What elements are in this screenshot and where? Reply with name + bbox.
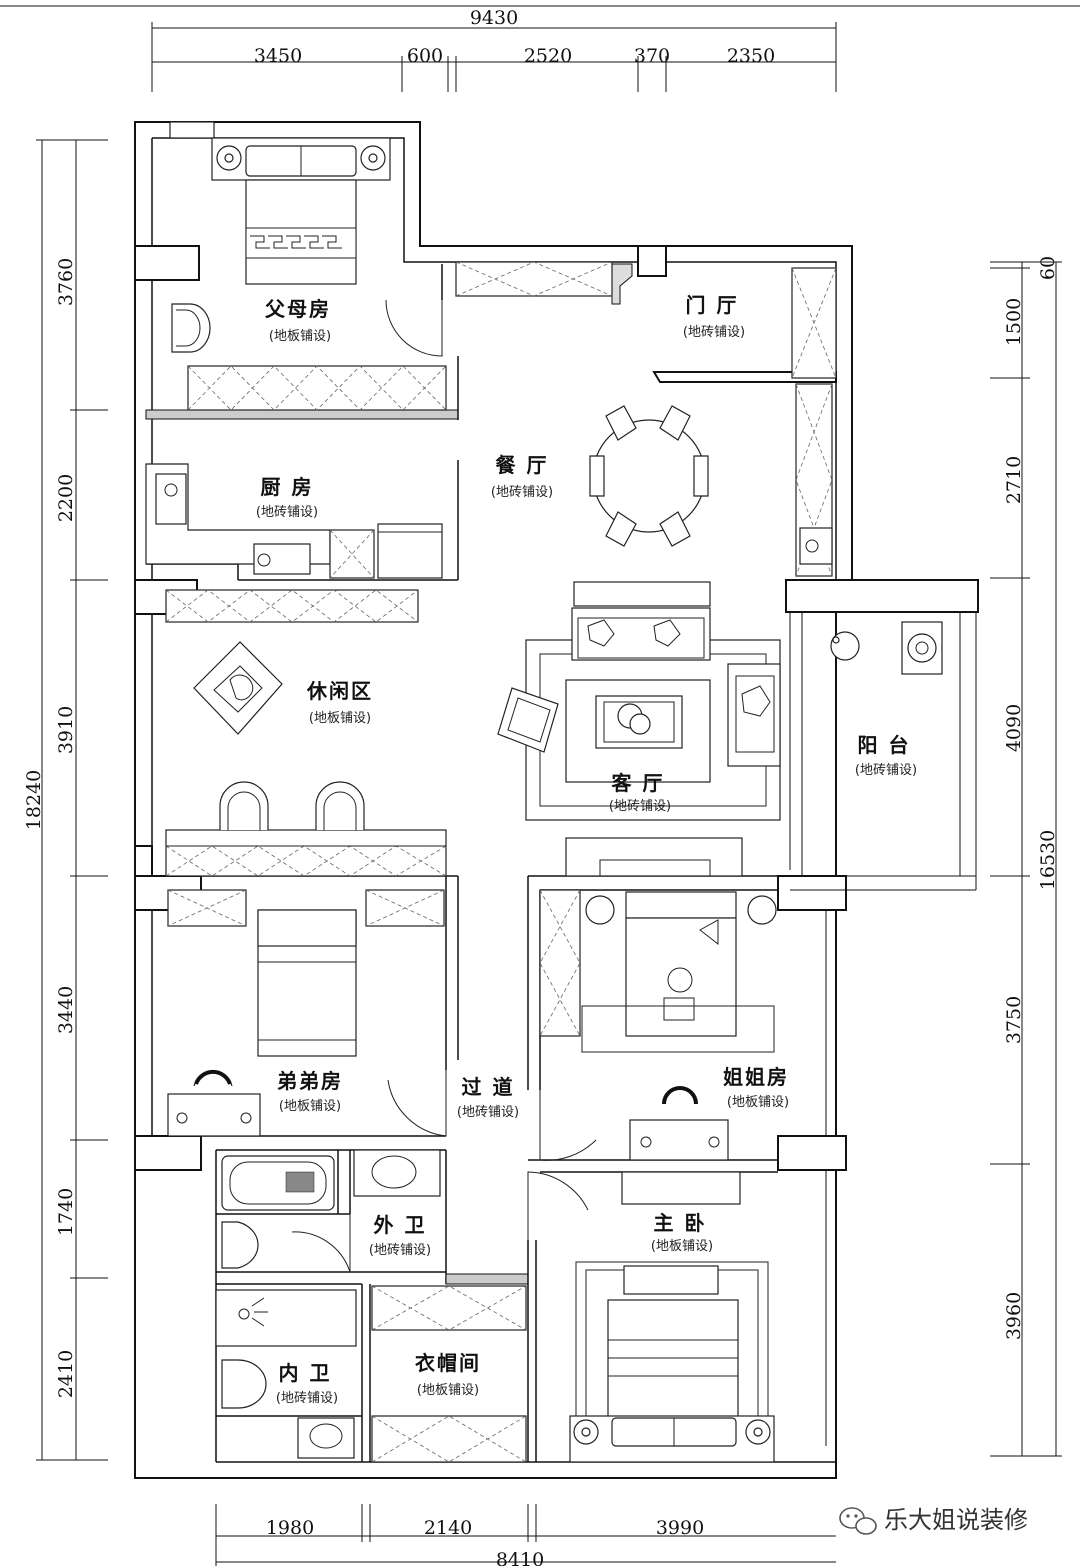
dim-right-seg-5: 3750 — [1003, 996, 1025, 1044]
room-name-dining: 餐 厅 — [496, 453, 549, 477]
watermark: 乐大姐说装修 — [839, 1506, 1028, 1535]
room-name-sister: 姐姐房 — [723, 1065, 789, 1089]
room-labels: 父母房 (地板铺设) 门 厅 (地砖铺设) 厨 房 (地砖铺设) 餐 厅 (地砖… — [256, 293, 917, 1406]
living-room-set — [497, 581, 781, 877]
doors — [291, 299, 597, 1273]
room-name-foyer: 门 厅 — [686, 293, 739, 317]
room-name-master: 主 卧 — [654, 1211, 707, 1235]
room-floor-leisure: (地板铺设) — [309, 711, 371, 726]
dim-right-seg-2: 1500 — [1003, 298, 1025, 346]
leisure-armchair — [193, 641, 283, 735]
room-floor-outer-bath: (地砖铺设) — [369, 1243, 431, 1258]
dim-left-seg-2: 2200 — [55, 474, 77, 522]
left-dimensions: 18240 3760 2200 3910 3440 1740 2410 — [23, 139, 108, 1461]
room-name-corridor: 过 道 — [462, 1075, 515, 1099]
room-name-outer-bath: 外 卫 — [374, 1213, 427, 1237]
room-floor-corridor: (地砖铺设) — [457, 1105, 519, 1120]
room-name-leisure: 休闲区 — [306, 679, 373, 703]
top-dimensions: 9430 3450 600 2520 370 2350 — [151, 7, 837, 92]
dim-top-seg-5: 2350 — [727, 45, 775, 67]
dim-bottom-seg-1: 1980 — [266, 1517, 314, 1539]
bottom-dimensions: 1980 2140 3990 8410 — [215, 1504, 836, 1566]
dim-top-seg-1: 3450 — [254, 45, 302, 67]
dim-left-seg-5: 1740 — [55, 1188, 77, 1236]
brother-bed — [167, 909, 357, 1137]
wechat-icon — [839, 1507, 877, 1535]
room-floor-balcony: (地砖铺设) — [855, 763, 917, 778]
room-floor-master: (地板铺设) — [651, 1239, 713, 1254]
room-floor-brother: (地板铺设) — [279, 1099, 341, 1114]
bar-stools — [219, 781, 365, 830]
room-floor-dining: (地砖铺设) — [491, 485, 553, 500]
dim-top-total: 9430 — [470, 7, 518, 29]
room-name-inner-bath: 内 卫 — [279, 1361, 332, 1385]
dining-table — [589, 405, 709, 547]
balcony-fixtures — [799, 527, 943, 675]
room-floor-living: (地砖铺设) — [609, 799, 671, 814]
dim-right-seg-1: 60 — [1037, 256, 1059, 280]
room-name-kitchen: 厨 房 — [261, 475, 314, 499]
master-bed — [569, 1261, 775, 1463]
room-floor-foyer: (地砖铺设) — [683, 325, 745, 340]
parents-chair — [171, 303, 211, 353]
dim-left-seg-4: 3440 — [55, 986, 77, 1034]
furniture — [155, 137, 943, 1463]
dim-top-seg-2: 600 — [407, 45, 443, 67]
room-floor-sister: (地板铺设) — [727, 1095, 789, 1110]
interior-walls — [145, 263, 977, 1462]
dim-top-seg-4: 370 — [634, 45, 670, 67]
room-name-living: 客 厅 — [611, 771, 665, 795]
room-name-balcony: 阳 台 — [858, 733, 911, 757]
dim-bottom-total: 8410 — [496, 1549, 544, 1566]
watermark-text: 乐大姐说装修 — [884, 1506, 1028, 1534]
dim-left-seg-6: 2410 — [55, 1350, 77, 1398]
dim-right-total: 16530 — [1037, 830, 1059, 890]
room-floor-inner-bath: (地砖铺设) — [276, 1391, 338, 1406]
room-floor-parents: (地板铺设) — [269, 329, 331, 344]
dim-top-seg-3: 2520 — [524, 45, 572, 67]
right-dimensions: 60 1500 2710 4090 3750 3960 16530 — [990, 256, 1062, 1457]
room-floor-closet: (地板铺设) — [417, 1383, 479, 1398]
dim-bottom-seg-2: 2140 — [424, 1517, 472, 1539]
room-name-closet: 衣帽间 — [415, 1351, 481, 1375]
parents-bed — [211, 137, 391, 285]
bath-fixtures — [155, 473, 441, 1459]
dim-right-seg-4: 4090 — [1003, 704, 1025, 752]
cabinets — [145, 261, 837, 1463]
room-name-brother: 弟弟房 — [277, 1069, 343, 1093]
room-name-parents: 父母房 — [264, 297, 331, 321]
sister-bed — [581, 891, 777, 1205]
dim-right-seg-6: 3960 — [1003, 1292, 1025, 1340]
dim-left-total: 18240 — [23, 770, 45, 830]
dim-bottom-seg-3: 3990 — [656, 1517, 704, 1539]
room-floor-kitchen: (地砖铺设) — [256, 505, 318, 520]
dim-left-seg-1: 3760 — [55, 258, 77, 306]
dim-left-seg-3: 3910 — [55, 706, 77, 754]
dim-right-seg-3: 2710 — [1003, 456, 1025, 504]
